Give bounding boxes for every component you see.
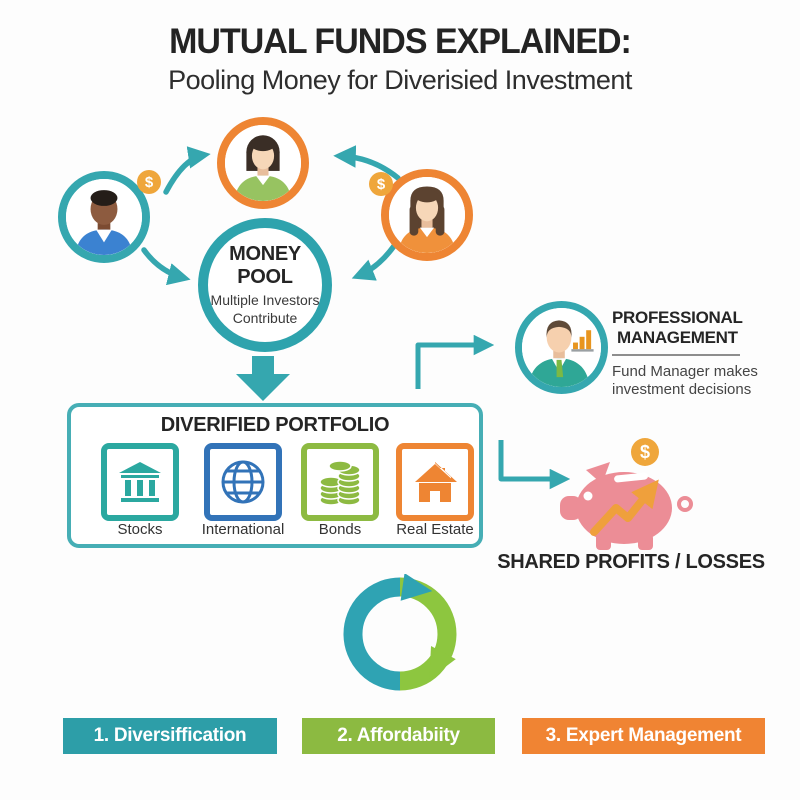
dollar-sign: $ — [376, 175, 386, 193]
benefit-banner-diversification: 1. Diversiffication — [63, 718, 277, 754]
dollar-coin-icon: $ — [137, 170, 161, 194]
female-investor-avatar — [389, 177, 465, 253]
female-investor-avatar — [225, 125, 301, 201]
dollar-sign: $ — [639, 441, 650, 462]
fund-manager-avatar — [522, 308, 601, 387]
coins-icon — [319, 460, 361, 506]
portfolio-label-stocks: Stocks — [117, 521, 163, 538]
arrow-management-to-profits — [498, 440, 571, 490]
portfolio-label-bonds: Bonds — [318, 521, 362, 538]
money-pool-subtitle: Multiple Investors Contribute — [210, 292, 320, 326]
portfolio-item-international — [204, 443, 282, 521]
portfolio-box: DIVERIFIED PORTFOLIO — [67, 403, 483, 548]
arrow-portfolio-to-management — [415, 334, 495, 389]
portfolio-label-real-estate: Real Estate — [396, 521, 474, 538]
house-icon — [415, 462, 457, 502]
cycle-arrows-icon — [343, 574, 457, 691]
arrow-right-investor-to-top — [333, 145, 401, 181]
arrow-left-investor-to-top — [163, 146, 211, 195]
management-text-block: PROFESSIONAL MANAGEMENT Fund Manager mak… — [612, 308, 764, 400]
money-pool-circle: MONEY POOL Multiple Investors Contribute — [198, 218, 332, 352]
investor-left-circle — [58, 171, 150, 263]
investor-top-circle — [217, 117, 309, 209]
fund-manager-circle — [515, 301, 608, 394]
globe-icon — [221, 460, 265, 504]
page-subtitle: Pooling Money for Diverisied Investment — [168, 65, 632, 95]
management-title-line1: PROFESSIONAL — [612, 308, 743, 327]
male-investor-avatar — [66, 179, 142, 255]
portfolio-label-international: International — [201, 521, 285, 538]
money-pool-title: MONEY POOL — [229, 243, 301, 288]
portfolio-item-stocks — [101, 443, 179, 521]
investor-right-circle — [381, 169, 473, 261]
management-desc: Fund Manager makes investment decisions — [612, 363, 758, 399]
dollar-sign: $ — [144, 173, 154, 191]
arrow-right-investor-to-pool — [351, 243, 397, 281]
page-title: MUTUAL FUNDS EXPLAINED: — [169, 22, 632, 61]
divider — [612, 354, 740, 357]
dollar-coin-icon: $ — [631, 438, 659, 466]
profits-label: SHARED PROFITS / LOSSES — [497, 551, 765, 573]
bank-icon — [119, 462, 161, 502]
portfolio-item-bonds — [301, 443, 379, 521]
benefit-banner-expert-management: 3. Expert Management — [522, 718, 765, 754]
portfolio-item-real-estate — [396, 443, 474, 521]
arrow-pool-to-portfolio — [236, 356, 290, 401]
dollar-coin-icon: $ — [369, 172, 393, 196]
benefit-banner-affordability: 2. Affordabiity — [302, 718, 495, 754]
portfolio-title: DIVERIFIED PORTFOLIO — [160, 414, 390, 436]
piggy-bank-icon — [560, 462, 693, 550]
arrow-left-investor-to-pool — [141, 247, 191, 286]
management-title-line2: MANAGEMENT — [617, 327, 738, 347]
